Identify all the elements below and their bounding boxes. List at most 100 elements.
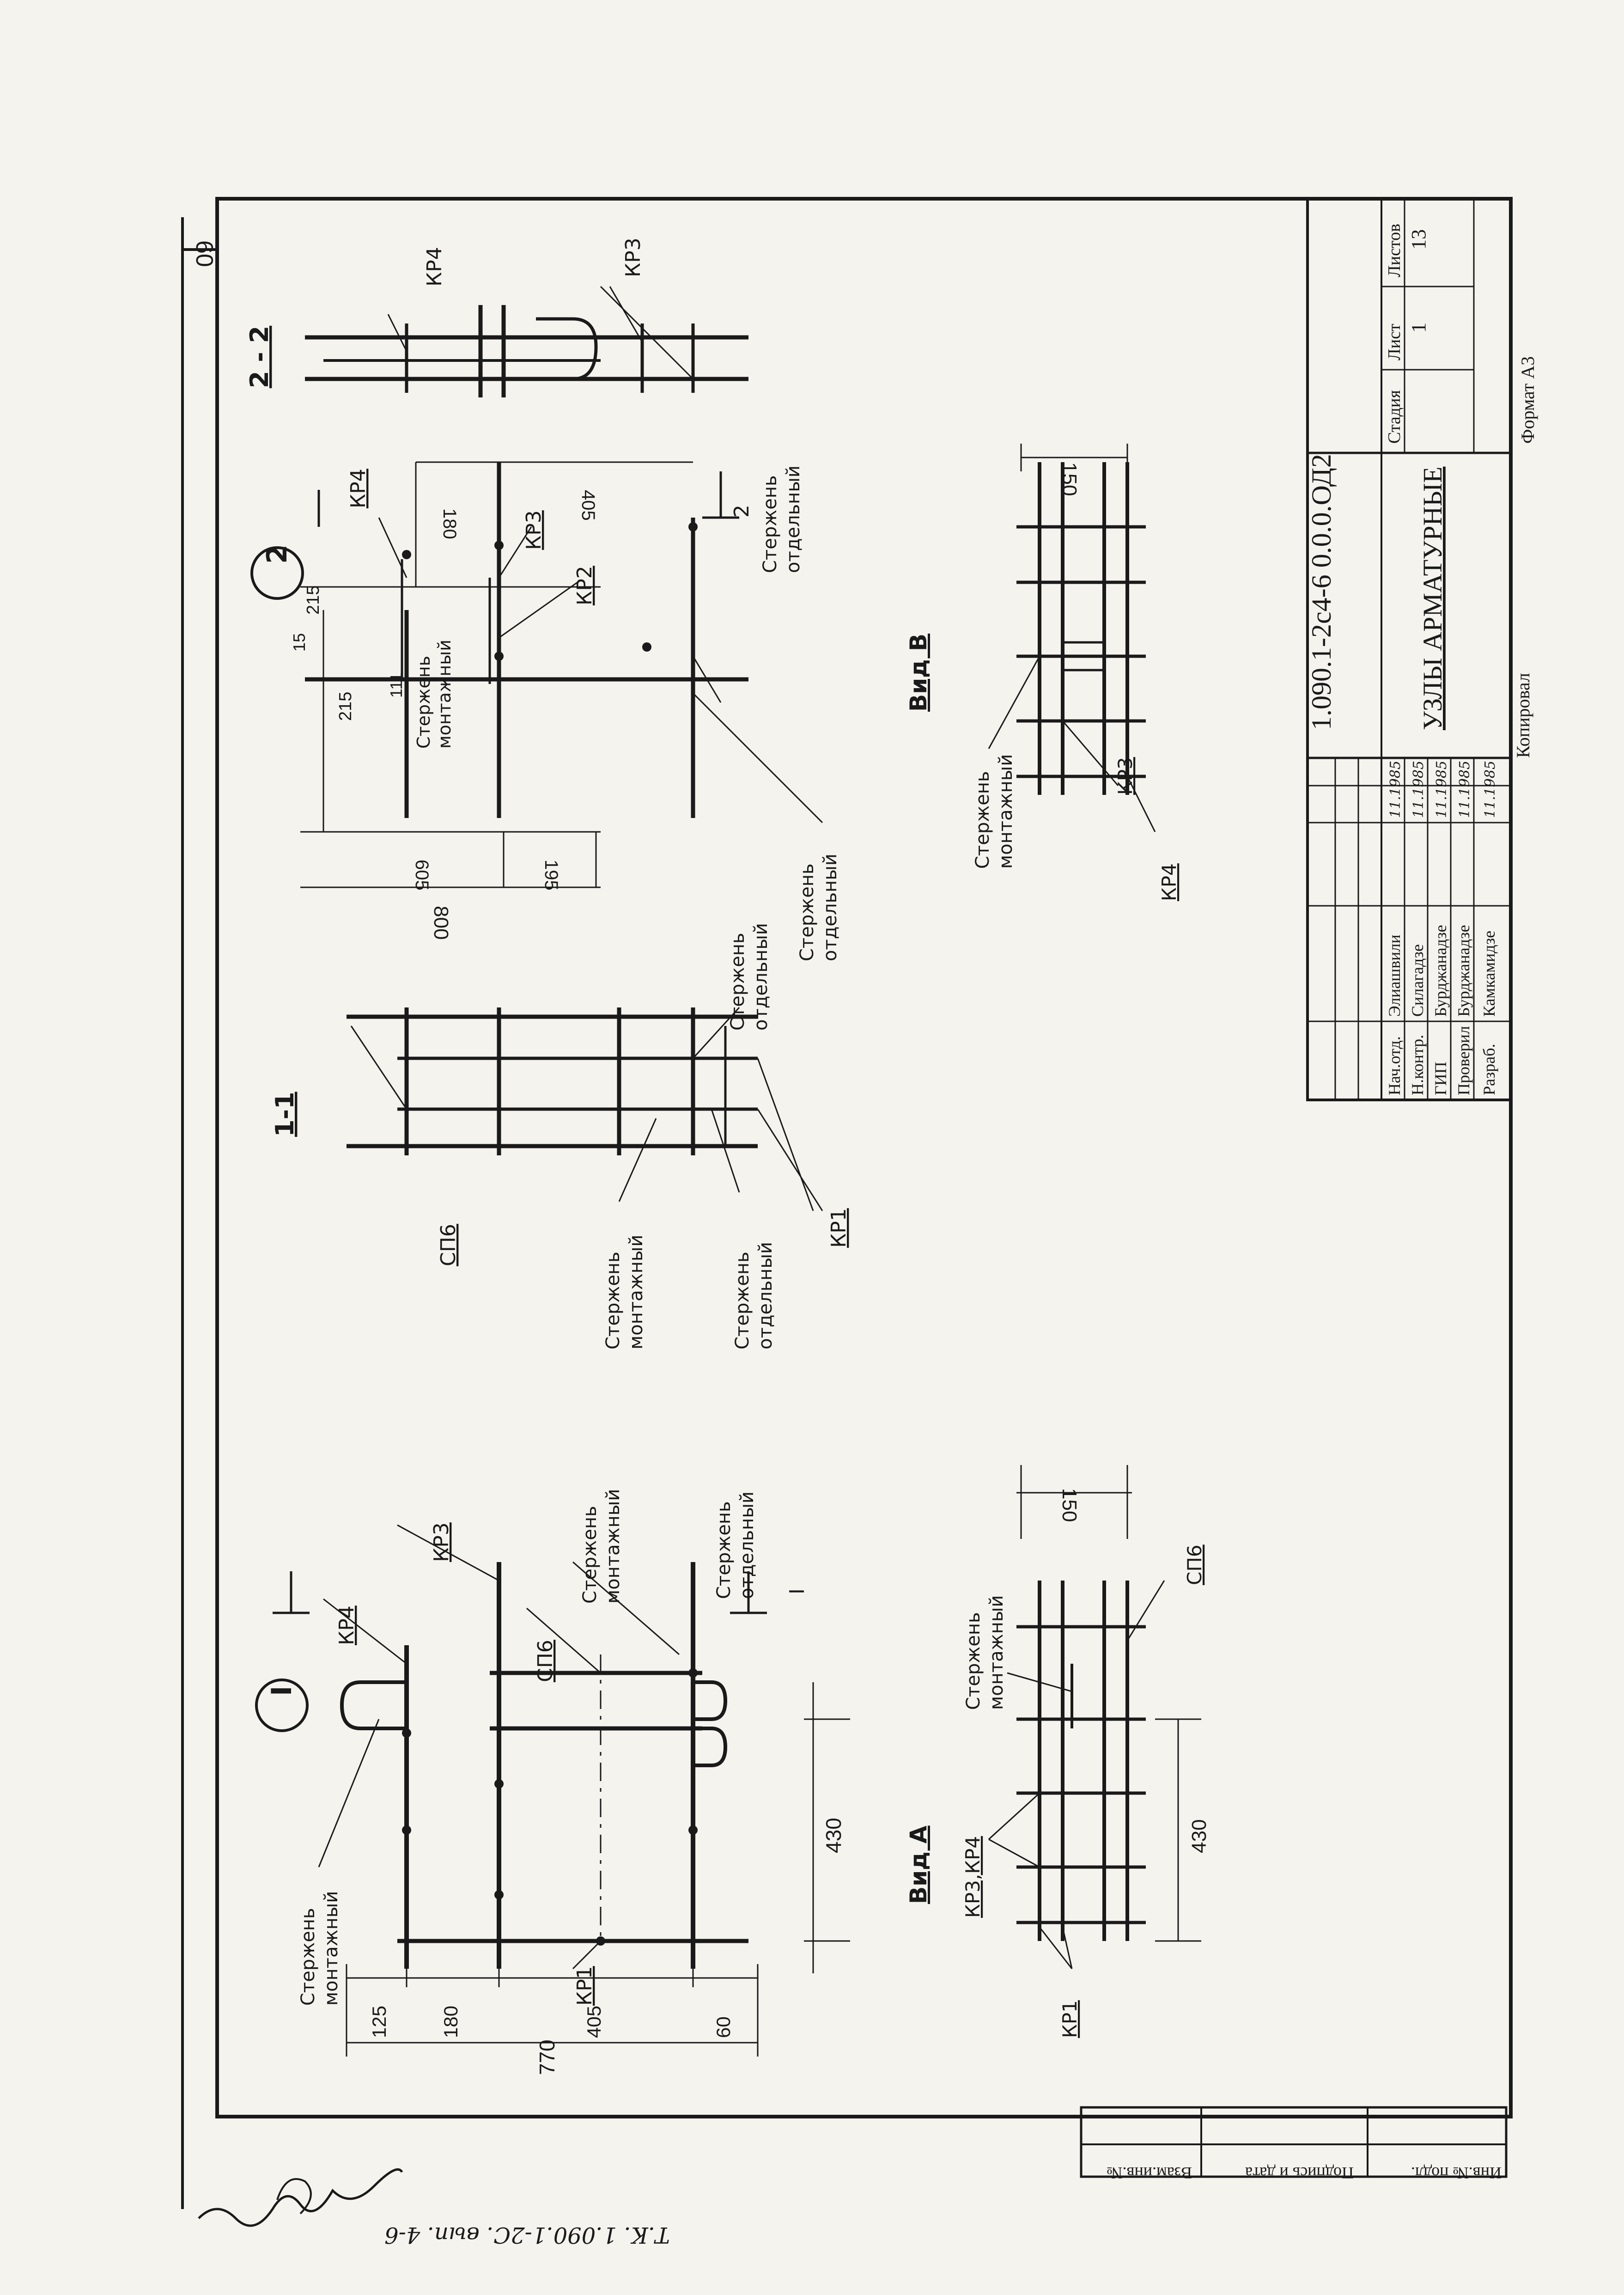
view-a-kp34: КР3,КР4 xyxy=(961,1836,984,1918)
node1-left-rod-1: Стержень xyxy=(298,1908,319,2006)
node1-cp6: СП6 xyxy=(534,1640,557,1682)
node1-marker-circle xyxy=(255,1679,309,1732)
view-b-rod-2: монтажный xyxy=(995,754,1016,869)
view-a-cp6: СП6 xyxy=(1183,1544,1206,1585)
node2-dim-405: 405 xyxy=(578,490,598,521)
designation: 1.090.1-2с4-6 0.0.0.ОД2 xyxy=(1306,454,1337,730)
node2-kp4: КР4 xyxy=(347,469,370,508)
role-date-1: 11.1985 xyxy=(1411,761,1427,818)
node2-rod-mount-1: Стержень xyxy=(414,656,434,749)
node2-section-mark: 2 xyxy=(730,505,754,518)
signature-flourish xyxy=(276,2178,312,2215)
side-sign-date: Подпись и дата xyxy=(1245,2164,1354,2182)
section-2-2-title: 2 - 2 xyxy=(245,326,274,388)
role-1: Н.контр. xyxy=(1408,1035,1427,1095)
role-date-2: 11.1985 xyxy=(1434,761,1450,818)
node1-dim-405: 405 xyxy=(583,2006,605,2038)
role-name-0: Элиашвили xyxy=(1385,934,1404,1017)
role-date-0: 11.1985 xyxy=(1387,761,1404,818)
side-stamp xyxy=(1080,2106,1508,2178)
node2-rod-sep-2: отдельный xyxy=(783,465,804,573)
section-1-1-sep-2: отдельный xyxy=(755,1242,776,1349)
node2-rod-sep-b2: отдельный xyxy=(820,854,841,961)
node1-rod-mount-1: Стержень xyxy=(579,1506,601,1604)
side-inv-subst: Взам.инв.№ xyxy=(1107,2164,1192,2182)
view-b-dim-150: 150 xyxy=(1058,462,1081,496)
section-1-1-sep-1: Стержень xyxy=(732,1251,753,1349)
sheets-label: Листов xyxy=(1385,224,1404,277)
role-date-3: 11.1985 xyxy=(1457,761,1473,818)
node1-kp4: КР4 xyxy=(335,1605,359,1645)
role-name-4: Камкамидзе xyxy=(1480,931,1498,1017)
view-a-rod-1: Стержень xyxy=(963,1612,984,1710)
role-2: ГИП xyxy=(1431,1062,1450,1095)
view-a-dim-150: 150 xyxy=(1058,1488,1081,1522)
view-a-drawing xyxy=(988,1465,1201,1969)
stage-label: Стадия xyxy=(1385,390,1404,444)
title-block xyxy=(1306,197,1512,1101)
view-a-kp1: КР1 xyxy=(1058,2000,1081,2038)
role-name-3: Бурджанадзе xyxy=(1454,925,1473,1017)
node1-dim-180: 180 xyxy=(440,2006,462,2038)
node1-dim-430: 430 xyxy=(821,1818,845,1853)
view-b-kp3: КР3 xyxy=(1114,757,1137,795)
node1-drawing xyxy=(255,1524,850,2057)
section-1-1-title: 1-1 xyxy=(270,1092,299,1137)
node2-marker: 2 xyxy=(261,544,293,564)
drawing-title: УЗЛЫ АРМАТУРНЫЕ xyxy=(1417,467,1448,730)
view-b-kp4: КР4 xyxy=(1158,863,1180,901)
handwritten-signature xyxy=(198,2168,403,2227)
section-1-1-mount-2: монтажный xyxy=(626,1235,647,1349)
node2-rod-sep-b1: Стержень xyxy=(797,863,818,961)
section-2-2-kp3: КР3 xyxy=(621,238,645,277)
sheet-number: 1 xyxy=(1407,323,1430,333)
node1-rod-sep-2: отдельный xyxy=(736,1491,758,1599)
role-0: Нач.отд. xyxy=(1385,1036,1404,1095)
role-3: Проверил xyxy=(1454,1026,1473,1095)
view-a-dim-430: 430 xyxy=(1188,1819,1210,1853)
node2-marker-circle xyxy=(250,546,304,600)
node2-dim-195: 195 xyxy=(541,860,561,891)
node1-kp1: КР1 xyxy=(573,1966,596,2006)
section-2-2-kp4: КР4 xyxy=(423,247,446,287)
role-4: Разраб. xyxy=(1480,1044,1498,1095)
sheet-label: Лист xyxy=(1385,323,1404,360)
node1-section-mark: I xyxy=(785,1588,809,1594)
node2-rod-mount-2: монтажный xyxy=(434,640,455,749)
role-date-4: 11.1985 xyxy=(1482,761,1498,818)
node1-kp3: КР3 xyxy=(430,1522,453,1562)
node2-dim-800: 800 xyxy=(430,906,452,940)
margin-note: Т.К. 1.090.1-2С. вып. 4-6 xyxy=(384,2222,670,2248)
node2-dim-215a: 215 xyxy=(336,692,355,721)
side-inv-orig: Инв.№ подл. xyxy=(1411,2164,1502,2182)
view-b-drawing xyxy=(988,444,1156,832)
sheets-count: 13 xyxy=(1407,229,1430,250)
node1-left-rod-2: монтажный xyxy=(321,1891,342,2006)
view-b-title: Вид В xyxy=(905,634,932,712)
node1-dim-60: 60 xyxy=(712,2016,734,2038)
sheet-format: Формат А3 xyxy=(1517,356,1538,444)
copied-by: Копировал xyxy=(1513,673,1533,758)
node2-dim-605: 605 xyxy=(412,860,432,891)
section-1-1-top-2: отдельный xyxy=(750,923,772,1031)
node1-rod-sep-1: Стержень xyxy=(713,1501,735,1599)
node2-dim-111: 111 xyxy=(387,672,406,698)
node2-kp2: КР2 xyxy=(573,566,596,605)
node1-dim-770: 770 xyxy=(535,2039,559,2075)
node1-rod-mount-2: монтажный xyxy=(602,1489,624,1604)
view-b-rod-1: Стержень xyxy=(972,771,993,869)
section-1-1-mount-1: Стержень xyxy=(602,1251,624,1349)
node2-rod-sep-1: Стержень xyxy=(760,475,781,573)
section-1-1-kp1: КР1 xyxy=(827,1208,851,1248)
view-a-title: Вид А xyxy=(905,1825,932,1904)
node2-dim-215b: 215 xyxy=(304,586,323,615)
section-2-2-drawing xyxy=(305,286,748,397)
role-name-1: Силагадзе xyxy=(1408,944,1427,1017)
role-name-2: Бурджанадзе xyxy=(1431,925,1450,1017)
section-1-1-top-1: Стержень xyxy=(727,933,748,1031)
outer-frame xyxy=(215,197,1513,2118)
section-1-1-cp6: СП6 xyxy=(437,1224,460,1266)
node1-marker: I xyxy=(266,1686,298,1696)
